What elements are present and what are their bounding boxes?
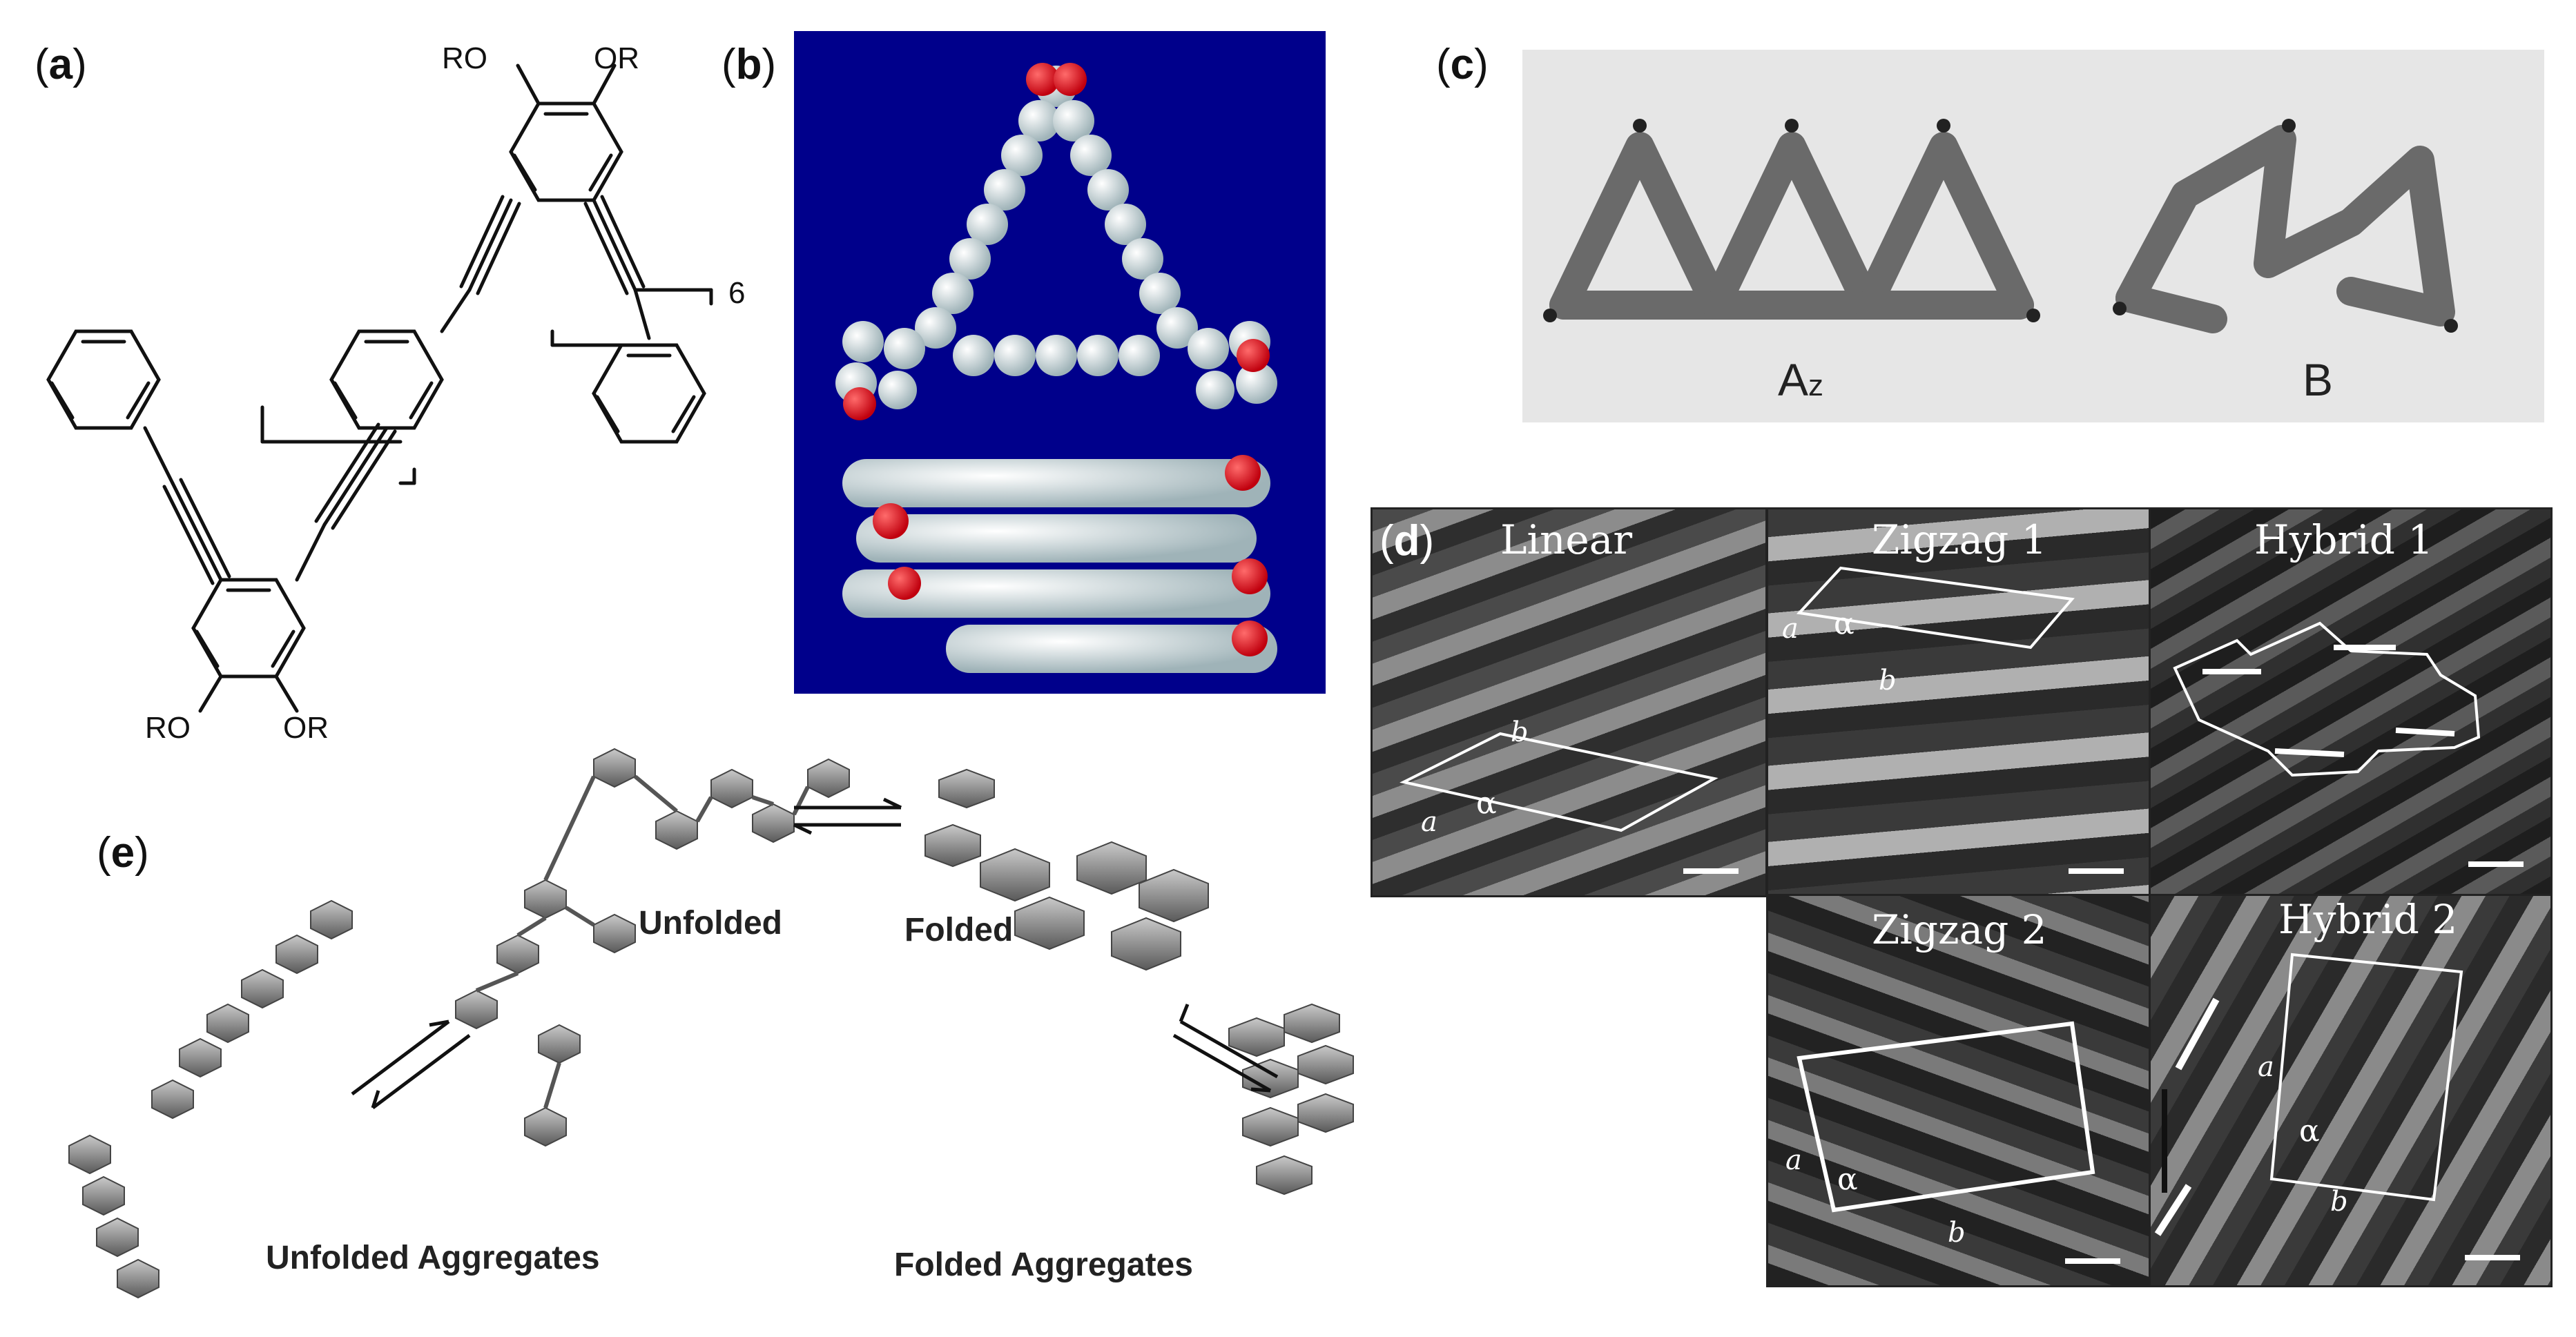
repeat-count: 6 [728, 276, 746, 310]
cell-angle-alpha: α [1476, 785, 1497, 821]
scale-bar [2468, 861, 2524, 867]
panel-c-label: (c) [1436, 41, 1489, 88]
substituent-or-top: OR [594, 41, 639, 75]
cell-vector-b: b [1948, 1217, 1966, 1249]
label-folded-aggregates: Folded Aggregates [894, 1247, 1193, 1283]
folding-scheme-illustration [68, 748, 1354, 1299]
label-unfolded: Unfolded [639, 905, 782, 941]
scale-bar [2465, 1255, 2520, 1260]
substituent-ro-bottom: RO [145, 711, 191, 745]
tile-title-hybrid-1: Hybrid 1 [2254, 516, 2434, 563]
substituent-ro-top: RO [442, 41, 487, 75]
tile-title-zigzag-2: Zigzag 2 [1872, 906, 2047, 953]
cell-vector-a: a [1421, 806, 1437, 838]
stm-tile-linear: (d) Linear a b α [1371, 507, 1768, 897]
tile-title-linear: Linear [1500, 516, 1633, 563]
cell-vector-a: a [1785, 1144, 1802, 1176]
label-unfolded-aggregates: Unfolded Aggregates [266, 1240, 600, 1276]
tile-title-zigzag-1: Zigzag 1 [1872, 516, 2047, 563]
label-folded: Folded [904, 912, 1014, 948]
cell-vector-b: b [1511, 716, 1529, 748]
stm-tile-hybrid-1: Hybrid 1 [2149, 507, 2553, 897]
scale-bar [2069, 868, 2124, 874]
stm-tile-zigzag-2: Zigzag 2 a b α [1766, 894, 2153, 1287]
panel-d-label: (d) [1379, 517, 1435, 565]
cell-vector-a: a [2258, 1051, 2274, 1083]
panel-b-label: (b) [722, 41, 777, 88]
conformer-az-label: Az [1778, 354, 1824, 405]
cell-vector-b: b [2330, 1186, 2348, 1218]
cell-angle-alpha: α [1837, 1162, 1858, 1197]
panel-a-label: (a) [35, 41, 87, 88]
cell-angle-alpha: α [2299, 1113, 2320, 1149]
cell-vector-b: b [1879, 665, 1897, 696]
space-filling-model-image [794, 31, 1326, 694]
stm-tile-zigzag-1: Zigzag 1 a b α [1766, 507, 2153, 897]
scale-bar [1683, 868, 1739, 874]
stm-tile-hybrid-2: Hybrid 2 a b α [2149, 894, 2553, 1287]
substituent-or-bottom: OR [283, 711, 329, 745]
cell-angle-alpha: α [1834, 606, 1854, 641]
tile-title-hybrid-2: Hybrid 2 [2278, 896, 2458, 943]
scale-bar [2065, 1258, 2120, 1264]
panel-a-structure [46, 64, 713, 713]
panel-e-label: (e) [97, 829, 149, 877]
conformers-image: Az B [1522, 50, 2544, 422]
conformer-b-label: B [2303, 354, 2334, 405]
cell-vector-a: a [1782, 613, 1799, 645]
